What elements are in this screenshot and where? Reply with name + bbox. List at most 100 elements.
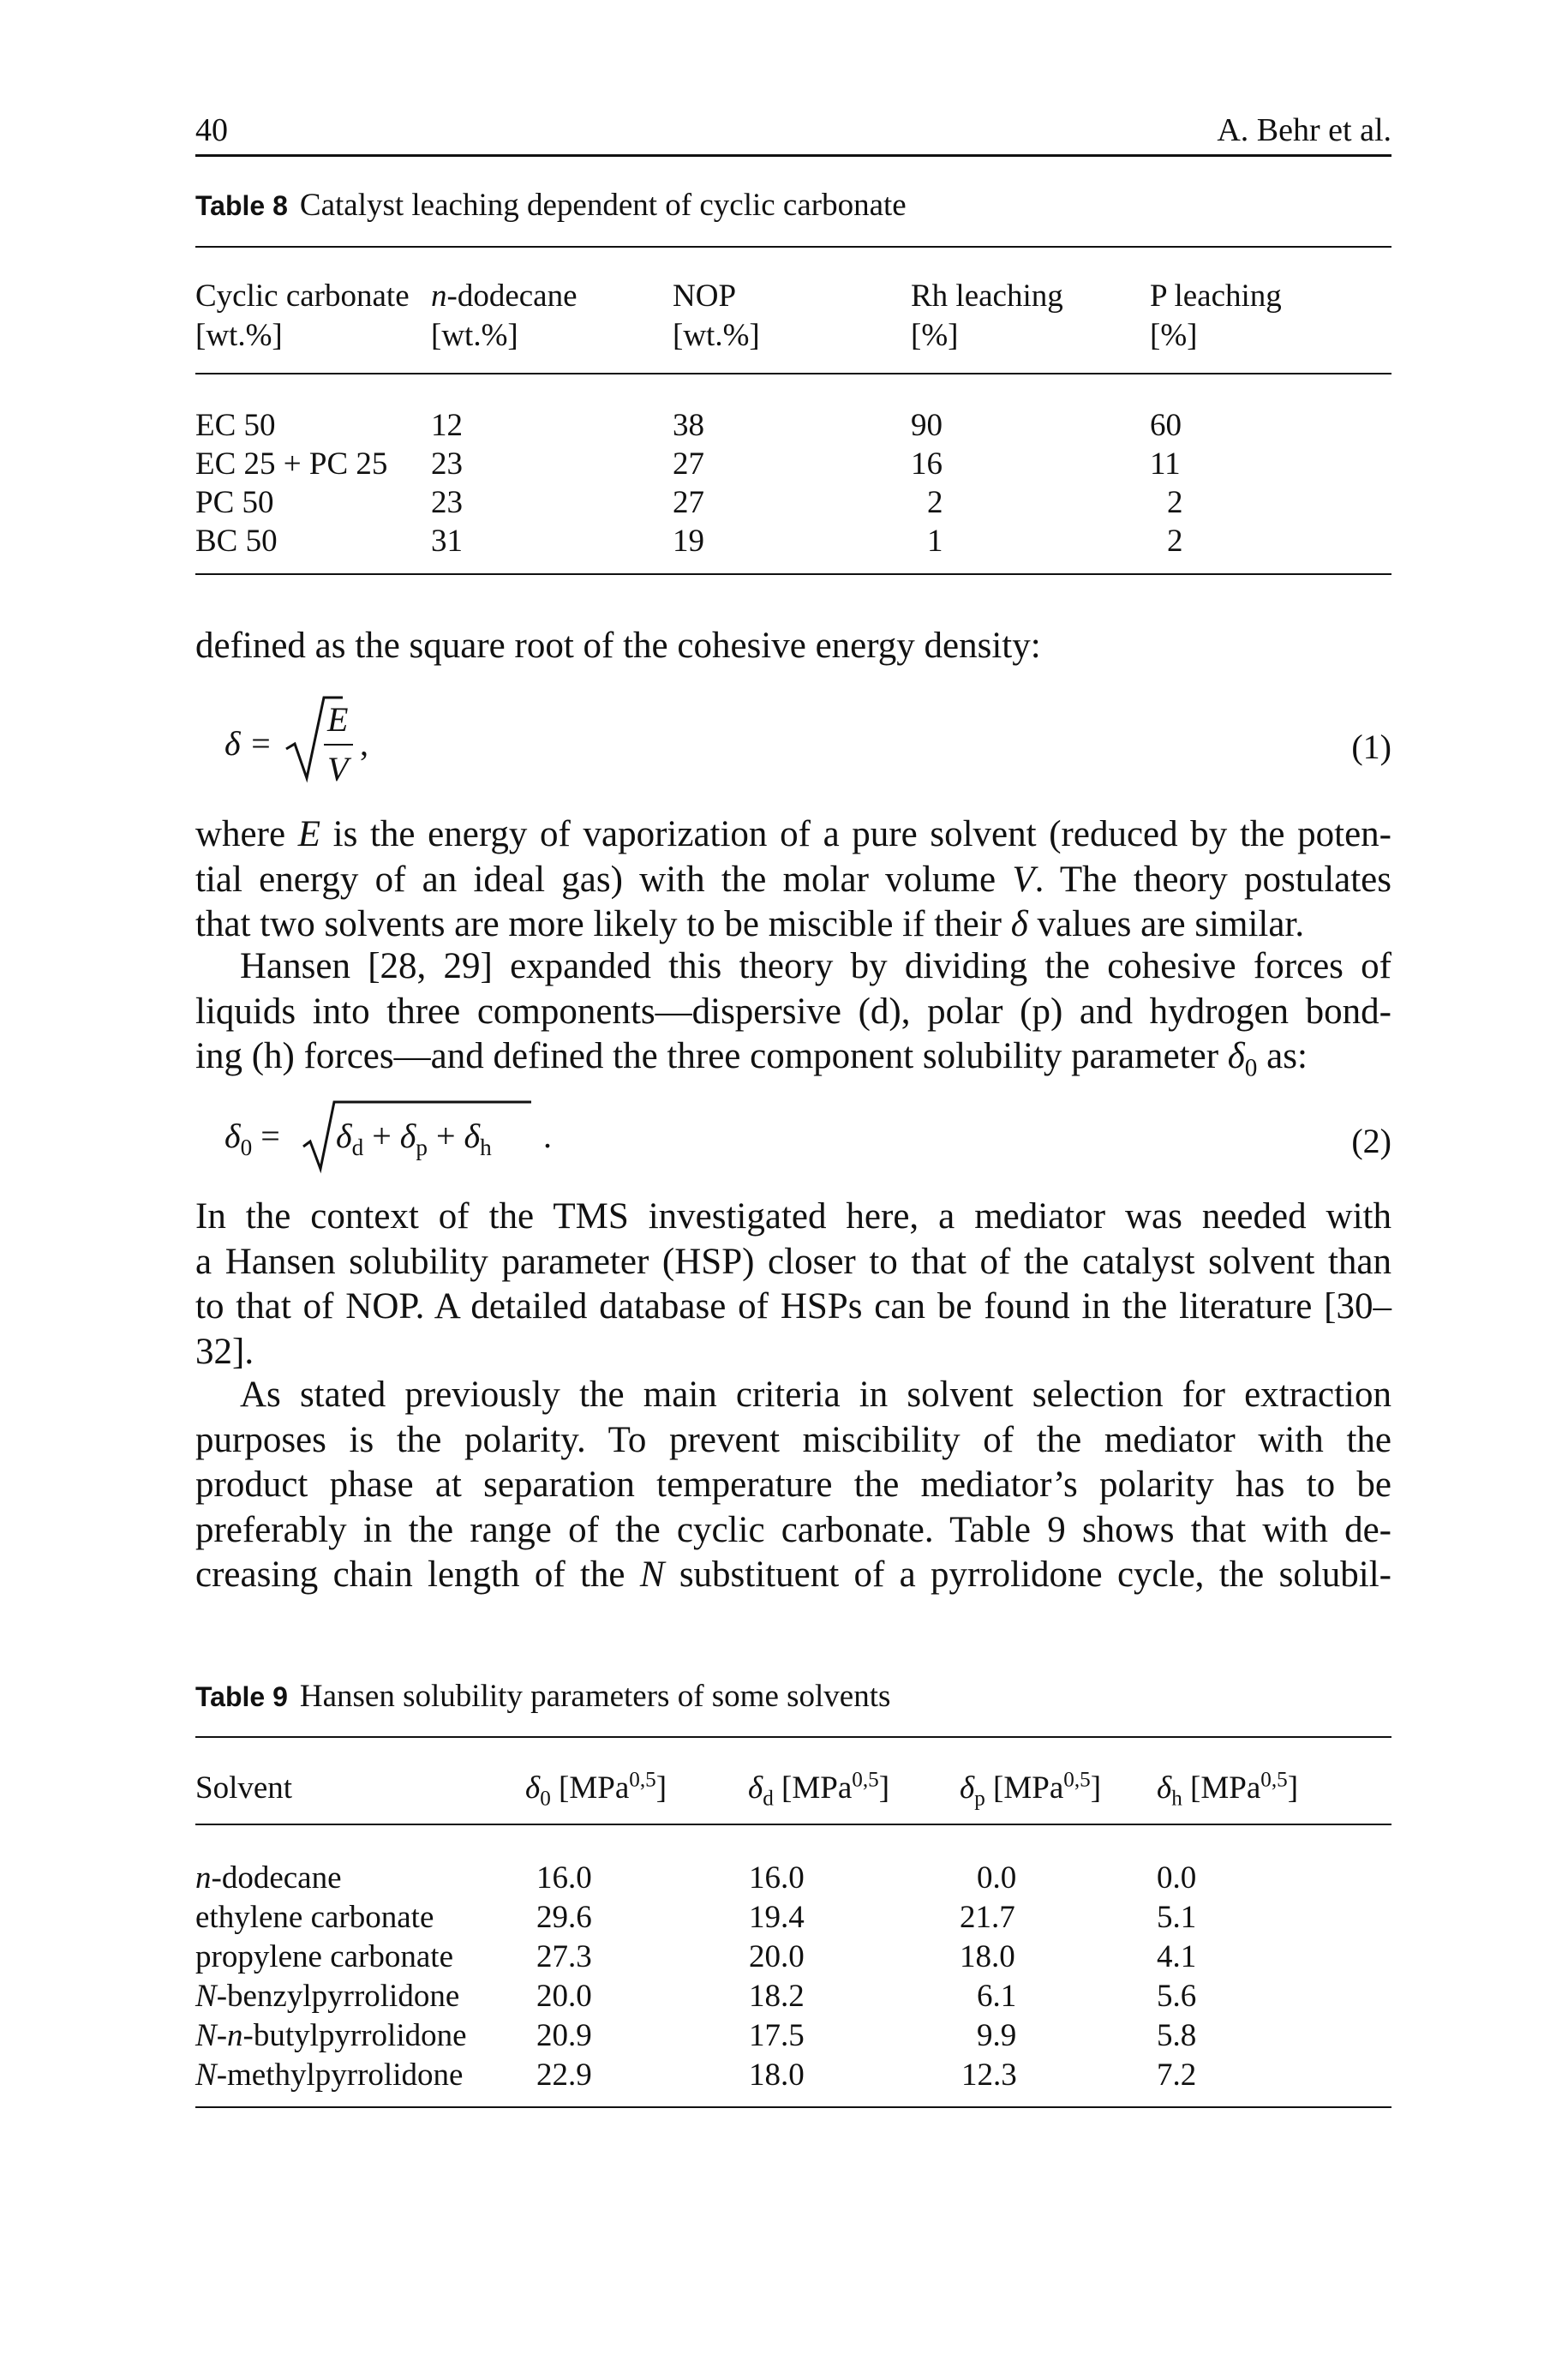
table8-cell: 2 <box>927 485 943 520</box>
table9-cell: 17.5 <box>749 2018 805 2053</box>
table9-cell: 29.6 <box>536 1900 592 1935</box>
text-line: a Hansen solubility parameter (HSP) clos… <box>195 1241 1391 1282</box>
table8-cell: 27 <box>673 446 704 482</box>
table9-cell: 9.9 <box>977 2018 1017 2053</box>
paragraph-hansen: Hansen [28, 29] expanded this theory by … <box>195 944 1391 1082</box>
table9-label: Table 9 <box>195 1681 288 1712</box>
table8-header-cyclic-carbonate: Cyclic carbonate <box>195 279 410 314</box>
table8-header-nop-unit: [wt.%] <box>673 318 760 353</box>
running-head-author: A. Behr et al. <box>1217 112 1391 148</box>
table8-header-nop: NOP <box>673 279 737 314</box>
table9-cell: 5.8 <box>1157 2018 1197 2053</box>
table9-cell: 21.7 <box>960 1900 1015 1935</box>
table9-cell: propylene carbonate <box>195 1939 453 1974</box>
text-line: ing (h) forces—and defined the three com… <box>195 1036 1308 1082</box>
header-rule <box>195 154 1391 157</box>
table9-cell: 0.0 <box>1157 1860 1197 1896</box>
table9-cell: N-n-butylpyrrolidone <box>195 2018 467 2053</box>
table8-cell: 23 <box>431 485 463 520</box>
table9-header-deltap: δp [MPa0,5] <box>960 1768 1102 1811</box>
table9-cell: 18.2 <box>749 1979 805 2014</box>
eq1-lhs: δ = <box>224 724 272 763</box>
table9-header-rule <box>195 1824 1391 1825</box>
text-line: In the context of the TMS investigated h… <box>195 1196 1391 1237</box>
equation-1: δ = E V , <box>224 692 447 788</box>
table8-bottom-rule <box>195 573 1391 575</box>
table8-cell: 23 <box>431 446 463 482</box>
table9-header-delta0: δ0 [MPa0,5] <box>525 1768 667 1811</box>
table8-top-rule <box>195 246 1391 248</box>
table9-cell: 7.2 <box>1157 2058 1197 2093</box>
table9-cell: 5.1 <box>1157 1900 1197 1935</box>
table9-caption-text: Hansen solubility parameters of some sol… <box>299 1679 891 1714</box>
text-line: preferably in the range of the cyclic ca… <box>195 1509 1391 1550</box>
table9-cell: 22.9 <box>536 2058 592 2093</box>
eq1-denominator: V <box>327 750 349 788</box>
table8-cell: EC 50 <box>195 408 276 443</box>
table9-cell: n-dodecane <box>195 1860 342 1896</box>
table8-header-p-leaching-unit: [%] <box>1150 318 1198 353</box>
equation-2: δ0 = δd + δp + δh . <box>224 1097 619 1174</box>
table9-cell: 5.6 <box>1157 1979 1197 2014</box>
table9-cell: 16.0 <box>749 1860 805 1896</box>
text-line: Hansen [28, 29] expanded this theory by … <box>240 946 1391 986</box>
text-line: where E is the energy of vaporization of… <box>195 814 1391 854</box>
paragraph-energy: where E is the energy of vaporization of… <box>195 812 1391 948</box>
text-line: tial energy of an ideal gas) with the mo… <box>195 859 1391 900</box>
eq1-fraction-bar <box>324 744 353 746</box>
radical-sign-icon <box>302 1100 531 1174</box>
table8-cell: 60 <box>1150 408 1182 443</box>
text-line: to that of NOP. A detailed database of H… <box>195 1286 1391 1327</box>
table9-cell: 12.3 <box>961 2058 1017 2093</box>
table9-bottom-rule <box>195 2106 1391 2108</box>
table9-cell: N-methylpyrrolidone <box>195 2058 464 2093</box>
table8-cell: 2 <box>1167 485 1183 520</box>
eq2-radicand: δd + δp + δh <box>336 1117 492 1160</box>
table9-cell: 4.1 <box>1157 1939 1197 1974</box>
text-line: defined as the square root of the cohesi… <box>195 626 1041 666</box>
page-number: 40 <box>195 112 228 148</box>
table8-cell: PC 50 <box>195 485 274 520</box>
table8-header-n-dodecane-unit: [wt.%] <box>431 318 518 353</box>
table8-cell: 1 <box>927 524 943 559</box>
table8-cell: 31 <box>431 524 463 559</box>
eq1-tail: , <box>360 724 368 763</box>
paragraph-tms: In the context of the TMS investigated h… <box>195 1195 1391 1375</box>
table9-cell: 18.0 <box>960 1939 1015 1974</box>
table9-header-deltad: δd [MPa0,5] <box>748 1768 890 1811</box>
table8-caption-text: Catalyst leaching dependent of cyclic ca… <box>299 188 907 223</box>
table8-cell: 2 <box>1167 524 1183 559</box>
table8-header-cyclic-carbonate-unit: [wt.%] <box>195 318 283 353</box>
table8-cell: EC 25 + PC 25 <box>195 446 388 482</box>
table8-cell: 11 <box>1150 446 1181 482</box>
table8-cell: 19 <box>673 524 704 559</box>
table8-cell: 12 <box>431 408 463 443</box>
text-line: purposes is the polarity. To prevent mis… <box>195 1419 1391 1460</box>
equation-2-number: (2) <box>1351 1122 1391 1160</box>
table9-caption: Table 9 Hansen solubility parameters of s… <box>195 1678 890 1715</box>
table8-cell: 38 <box>673 408 704 443</box>
table9-cell: 20.0 <box>749 1939 805 1974</box>
eq2-lhs: δ0 = <box>224 1117 280 1160</box>
table9-cell: 20.9 <box>536 2018 592 2053</box>
table8-cell: 16 <box>911 446 943 482</box>
table9-cell: 16.0 <box>536 1860 592 1896</box>
eq1-numerator: E <box>327 700 349 739</box>
table9-cell: ethylene carbonate <box>195 1900 434 1935</box>
radical-sign-icon <box>285 696 343 783</box>
table9-cell: 0.0 <box>977 1860 1017 1896</box>
table9-cell: 20.0 <box>536 1979 592 2014</box>
table8-header-rh-leaching-unit: [%] <box>911 318 959 353</box>
text-line: liquids into three components—dispersive… <box>195 991 1391 1032</box>
table9-top-rule <box>195 1736 1391 1738</box>
table8-cell: BC 50 <box>195 524 278 559</box>
paragraph-polarity: As stated previously the main criteria i… <box>195 1373 1391 1598</box>
text-line: product phase at separation temperature … <box>195 1465 1391 1505</box>
text-line: that two solvents are more likely to be … <box>195 904 1305 944</box>
table9-cell: 18.0 <box>749 2058 805 2093</box>
equation-1-number: (1) <box>1351 728 1391 766</box>
table8-header-rh-leaching: Rh leaching <box>911 279 1063 314</box>
table8-header-n-dodecane: n-dodecane <box>431 279 578 314</box>
eq2-tail: . <box>543 1117 552 1155</box>
